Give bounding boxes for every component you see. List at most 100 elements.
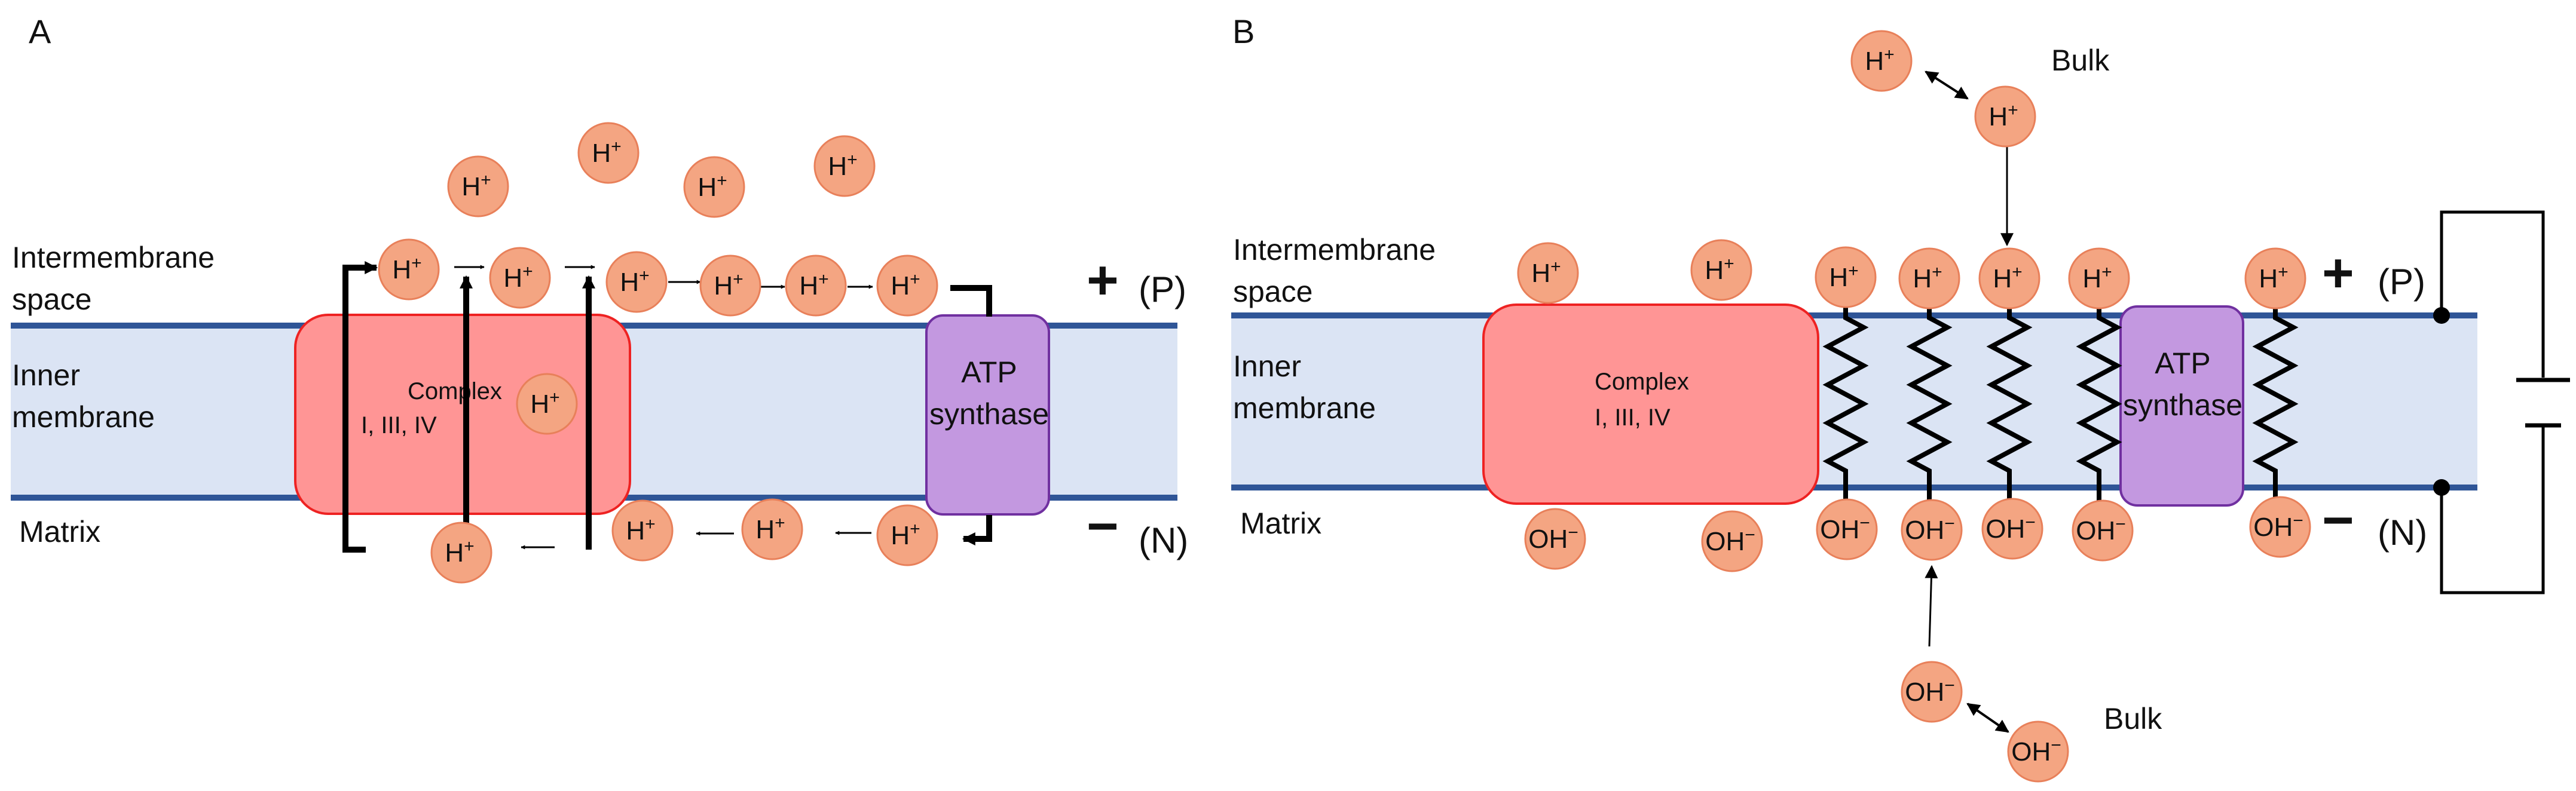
- proton-ion: H+: [699, 255, 761, 317]
- proton-ion: H+: [876, 504, 938, 566]
- ion-label: H+: [1993, 262, 2022, 293]
- hydroxide-ion: OH−: [2249, 496, 2311, 558]
- proton-ion: H+: [430, 522, 492, 584]
- ion-label: H+: [1705, 254, 1734, 285]
- proton-ion: H+: [1517, 242, 1579, 304]
- panel-b-complex-label: Complex: [1595, 369, 1689, 395]
- proton-ion: H+: [611, 499, 674, 562]
- proton-ion: H+: [1690, 239, 1752, 301]
- ion-circle: [876, 255, 938, 317]
- panel-b-letter: B: [1232, 13, 1255, 50]
- hydroxide-ion: OH−: [1524, 508, 1586, 570]
- ion-label: OH−: [1705, 525, 1755, 556]
- ion-label: OH−: [1985, 513, 2036, 544]
- proton-ion: H+: [1850, 30, 1913, 92]
- ion-label: H+: [592, 137, 621, 168]
- proton-ion: H+: [2244, 247, 2306, 309]
- panel-b-label-inner: Inner: [1233, 349, 1301, 383]
- ion-label: OH−: [2011, 735, 2061, 767]
- hydroxide-ion: OH−: [2072, 499, 2134, 562]
- panel-a-minus-sign: −: [1087, 496, 1119, 557]
- ion-circle: [741, 498, 803, 560]
- panel-b-atp-label: ATP: [2155, 347, 2211, 380]
- panel-b-bulk-double-arrow-top: [1925, 70, 1969, 100]
- panel-b: B Intermembrane space Inner membrane Mat…: [1231, 13, 2570, 783]
- ion-circle: [2249, 496, 2311, 558]
- ion-circle: [1690, 239, 1752, 301]
- panel-b-label-intermembrane: Intermembrane: [1233, 233, 1436, 266]
- panel-a-atp-sublabel: synthase: [929, 397, 1049, 431]
- proton-ion: H+: [605, 251, 668, 313]
- panel-b-label-space: space: [1233, 275, 1313, 308]
- proton-ion: H+: [813, 135, 876, 197]
- ion-circle: [447, 155, 509, 217]
- panel-b-p-label: (P): [2378, 262, 2425, 302]
- panel-a-p-label: (P): [1139, 269, 1186, 309]
- panel-a-atp-bracket: [950, 285, 992, 317]
- ion-label: H+: [445, 536, 474, 568]
- proton-ion: H+: [489, 247, 551, 309]
- ion-label: OH−: [1905, 514, 1955, 545]
- ion-label: OH−: [1820, 513, 1870, 544]
- panel-b-label-membrane: membrane: [1233, 391, 1376, 425]
- panel-b-n-label: (N): [2378, 513, 2427, 553]
- ion-circle: [1850, 30, 1913, 92]
- panel-b-bulk-double-arrow-bottom: [1966, 703, 2009, 733]
- panel-a-n-label: (N): [1139, 520, 1188, 560]
- circuit-wire-bottom: [2440, 425, 2545, 594]
- ion-label: OH−: [1905, 676, 1955, 707]
- ion-label: H+: [1988, 100, 2018, 131]
- panel-a-letter: A: [29, 13, 51, 50]
- panel-a-complex: [294, 314, 631, 515]
- panel-b-minus-sign: −: [2322, 490, 2354, 551]
- hydroxide-ion: OH−: [1901, 661, 1963, 723]
- ion-label: OH−: [1528, 523, 1578, 554]
- proton-ion: H+: [2068, 247, 2130, 309]
- ion-circle: [1517, 242, 1579, 304]
- ion-circle: [2244, 247, 2306, 309]
- ion-label: H+: [1531, 257, 1561, 288]
- ion-circle: [1901, 661, 1963, 723]
- panel-a-complex-sublabel: I, III, IV: [361, 412, 437, 439]
- ion-label: H+: [828, 150, 857, 181]
- ion-circle: [2072, 499, 2134, 562]
- panel-b-zigzag: [1822, 298, 1869, 515]
- ion-label: H+: [461, 170, 491, 201]
- ion-label: H+: [891, 519, 920, 550]
- panel-a-atp-return-arrow: [962, 515, 992, 545]
- battery-circuit: [2433, 210, 2570, 594]
- ion-circle: [605, 251, 668, 313]
- hydroxide-ion: OH−: [1901, 499, 1963, 561]
- ion-label: OH−: [2253, 511, 2303, 542]
- ion-circle: [378, 238, 440, 301]
- panel-a-label-space: space: [12, 283, 91, 316]
- panel-a-ions: H+ H+ H+ H+ H+ H+ H+ H+ H+ H+ H+ H+ H+ H…: [378, 122, 938, 584]
- ion-label: H+: [2082, 262, 2112, 293]
- ion-circle: [430, 522, 492, 584]
- hydroxide-ion: OH−: [2007, 721, 2069, 783]
- proton-ion: H+: [516, 373, 578, 435]
- ion-circle: [1978, 247, 2040, 309]
- panel-b-bulk-label-top: Bulk: [2051, 44, 2110, 77]
- ion-label: OH−: [2076, 514, 2126, 545]
- ion-label: H+: [755, 513, 785, 544]
- proton-ion: H+: [1978, 247, 2040, 309]
- ion-circle: [1701, 510, 1763, 572]
- ion-circle: [1524, 508, 1586, 570]
- ion-label: H+: [697, 171, 727, 202]
- panel-b-complex: [1482, 303, 1819, 505]
- hydroxide-ion: OH−: [1981, 498, 2043, 560]
- ion-label: H+: [620, 266, 649, 297]
- panel-b-complex-sublabel: I, III, IV: [1595, 404, 1671, 431]
- ion-label: H+: [714, 269, 743, 301]
- panel-b-bulk-arrow-up: [1925, 565, 1938, 647]
- proton-ion: H+: [577, 122, 640, 184]
- panel-b-plus-sign: +: [2322, 243, 2354, 303]
- hydroxide-ion: OH−: [1816, 498, 1878, 560]
- panel-b-zigzag: [1906, 298, 1953, 515]
- ion-circle: [1981, 498, 2043, 560]
- ion-circle: [611, 499, 674, 562]
- panel-a-label-intermembrane: Intermembrane: [12, 241, 215, 274]
- panel-a-plus-sign: +: [1087, 250, 1119, 311]
